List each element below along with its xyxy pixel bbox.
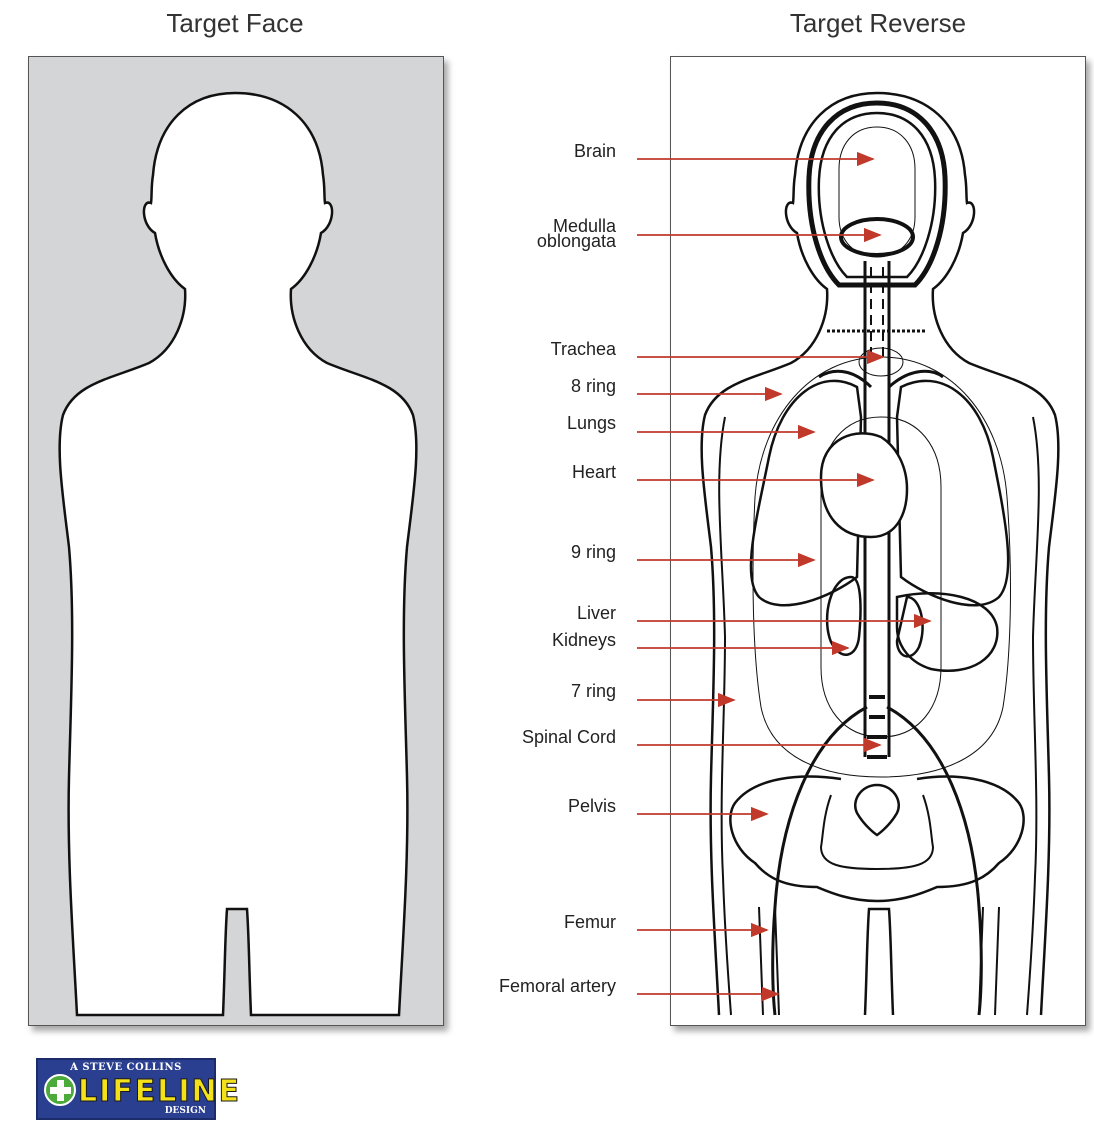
lifeline-logo: A STEVE COLLINS LIFELINE DESIGN bbox=[36, 1058, 216, 1120]
medical-cross-icon bbox=[44, 1074, 76, 1106]
logo-top-text: A STEVE COLLINS bbox=[38, 1062, 214, 1073]
logo-bottom-text: DESIGN bbox=[165, 1106, 206, 1116]
logo-main-text: LIFELINE bbox=[78, 1074, 241, 1109]
